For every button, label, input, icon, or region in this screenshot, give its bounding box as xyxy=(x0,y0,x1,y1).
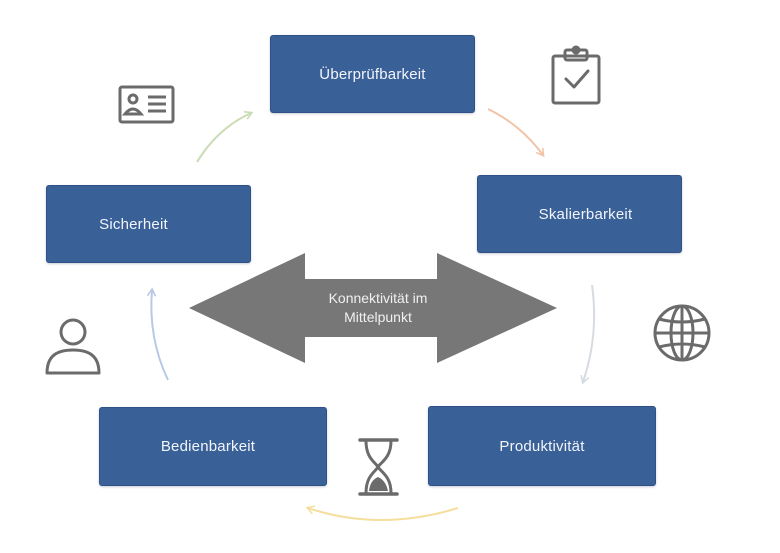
center-double-arrow xyxy=(189,253,557,363)
node-produktivitaet: Produktivität xyxy=(428,406,656,486)
node-sicherheit-label: Sicherheit xyxy=(99,215,168,233)
clipboard-check-icon xyxy=(551,45,601,105)
center-label-line-2: Mittelpunkt xyxy=(344,309,412,325)
hourglass-icon xyxy=(358,438,399,496)
node-produktivitaet-label: Produktivität xyxy=(499,437,585,455)
node-bedienbarkeit: Bedienbarkeit xyxy=(99,407,327,486)
center-label-line-1: Konnektivität im xyxy=(328,290,428,306)
arrow-produktivitaet-to-bedienbarkeit xyxy=(305,505,459,521)
arrow-sicherheit-to-ueberpruefbarkeit xyxy=(196,111,254,163)
node-skalierbarkeit: Skalierbarkeit xyxy=(477,175,682,253)
node-ueberpruefbarkeit: Überprüfbarkeit xyxy=(270,35,475,113)
id-card-icon xyxy=(118,85,175,124)
node-sicherheit: Sicherheit xyxy=(46,185,251,263)
center-label: Konnektivität im Mittelpunkt xyxy=(297,289,459,327)
arrow-skalierbarkeit-to-produktivitaet xyxy=(580,284,596,385)
user-icon xyxy=(45,318,101,375)
arrow-bedienbarkeit-to-sicherheit xyxy=(146,287,169,381)
arrow-ueberpruefbarkeit-to-skalierbarkeit xyxy=(487,108,545,158)
node-skalierbarkeit-label: Skalierbarkeit xyxy=(538,205,633,223)
node-bedienbarkeit-label: Bedienbarkeit xyxy=(160,438,256,455)
globe-icon xyxy=(653,304,711,362)
node-ueberpruefbarkeit-label: Überprüfbarkeit xyxy=(319,65,426,83)
